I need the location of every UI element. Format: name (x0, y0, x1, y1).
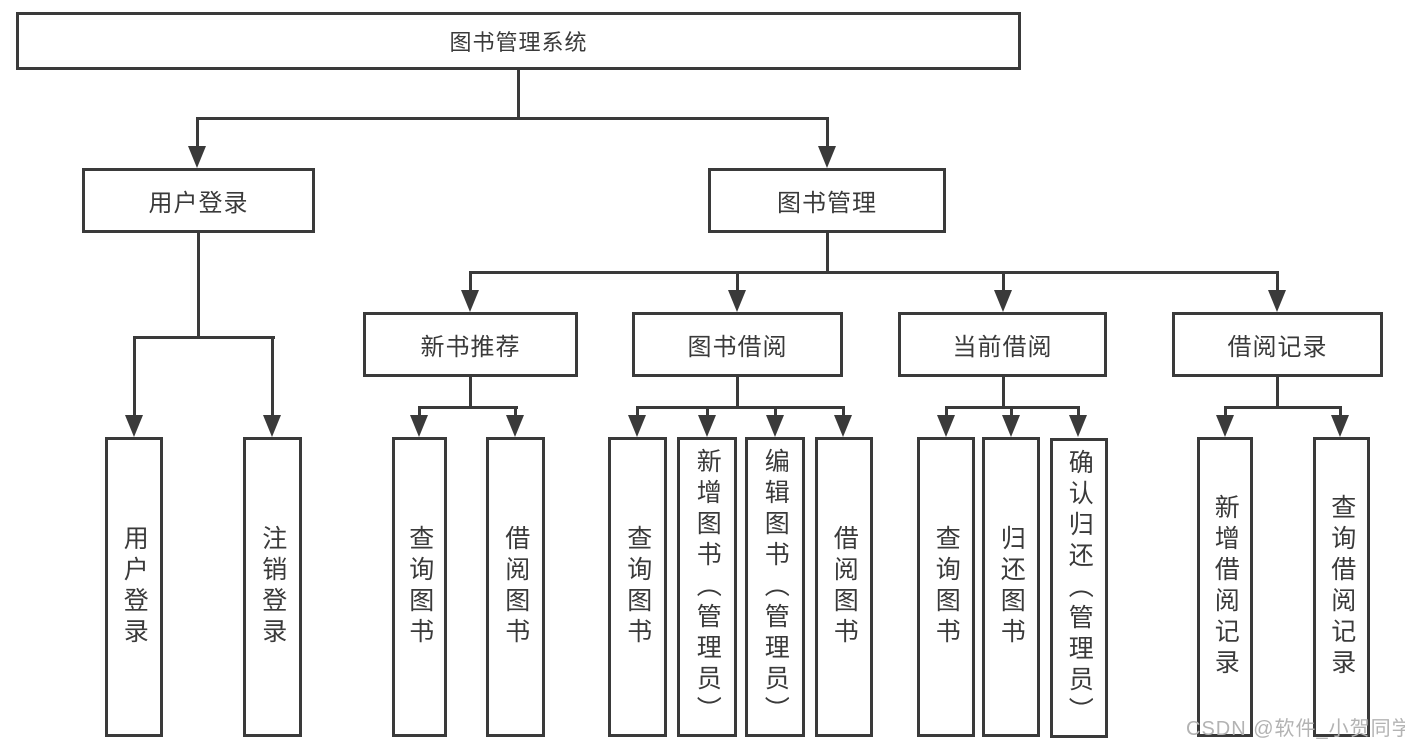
leaf-current-query-books-label: 查询图书 (932, 525, 961, 649)
leaf-borrow-borrow-books: 借阅图书 (815, 437, 873, 737)
arrowhead-bb-query (628, 415, 646, 437)
edge-to-bb-borrow (842, 406, 845, 416)
edge-to-new-book-recommend (469, 271, 472, 291)
node-root: 图书管理系统 (16, 12, 1021, 70)
arrowhead-bb-edit (766, 415, 784, 437)
leaf-current-confirm-return-admin: 确认归还（管理员） (1050, 438, 1108, 738)
leaf-logout: 注销登录 (243, 437, 302, 737)
node-book-management: 图书管理 (708, 168, 946, 233)
leaf-newbooks-query-books-label: 查询图书 (405, 525, 434, 649)
leaf-newbooks-query-books: 查询图书 (392, 437, 447, 737)
edge-to-current-borrow (1002, 271, 1005, 291)
node-book-borrow-label: 图书借阅 (687, 334, 788, 361)
edge-borrow-records-stem (1276, 377, 1279, 407)
node-new-book-recommend: 新书推荐 (363, 312, 578, 377)
edge-to-bb-add (706, 406, 709, 416)
leaf-current-return-books-label: 归还图书 (997, 525, 1026, 649)
edge-to-bb-query (636, 406, 639, 416)
node-borrow-records-label: 借阅记录 (1227, 334, 1328, 361)
leaf-borrow-add-books-admin: 新增图书（管理员） (677, 437, 737, 737)
arrowhead-book-borrow (728, 290, 746, 312)
leaf-borrow-borrow-books-label: 借阅图书 (830, 525, 859, 649)
edge-level3-bar (469, 271, 1279, 274)
node-borrow-records: 借阅记录 (1172, 312, 1383, 377)
arrowhead-nb-query (410, 415, 428, 437)
edge-root-stem (517, 70, 520, 118)
arrowhead-new-book-recommend (461, 290, 479, 312)
edge-book-borrow-bar (636, 406, 845, 409)
csdn-watermark: CSDN @软件_小贺同学 (1186, 718, 1405, 740)
edge-to-cb-confirm (1077, 406, 1080, 416)
edge-current-borrow-stem (1002, 377, 1005, 407)
arrowhead-book-management (818, 146, 836, 168)
arrowhead-leaf-user-login (125, 415, 143, 437)
edge-to-user-login (196, 117, 199, 147)
edge-to-cb-query (945, 406, 948, 416)
leaf-borrow-add-books-admin-label: 新增图书（管理员） (693, 447, 722, 727)
leaf-current-query-books: 查询图书 (917, 437, 975, 737)
edge-borrow-records-bar (1224, 406, 1342, 409)
edge-to-cb-return (1010, 406, 1013, 416)
leaf-user-login: 用户登录 (105, 437, 163, 737)
arrowhead-user-login (188, 146, 206, 168)
leaf-records-add-record-label: 新增借阅记录 (1211, 494, 1240, 680)
edge-to-nb-borrow (514, 406, 517, 416)
node-user-login: 用户登录 (82, 168, 315, 233)
arrowhead-bb-borrow (834, 415, 852, 437)
node-current-borrow-label: 当前借阅 (952, 334, 1053, 361)
leaf-user-login-label: 用户登录 (120, 525, 149, 649)
node-new-book-recommend-label: 新书推荐 (420, 334, 521, 361)
edge-new-book-recommend-bar (418, 406, 518, 409)
edge-book-management-stem (826, 233, 829, 274)
arrowhead-leaf-logout (263, 415, 281, 437)
leaf-current-return-books: 归还图书 (982, 437, 1040, 737)
leaf-borrow-edit-books-admin-label: 编辑图书（管理员） (761, 447, 790, 727)
node-book-management-label: 图书管理 (777, 190, 877, 217)
node-current-borrow: 当前借阅 (898, 312, 1107, 377)
arrowhead-cb-query (937, 415, 955, 437)
edge-user-login-stem (197, 233, 200, 338)
leaf-borrow-edit-books-admin: 编辑图书（管理员） (745, 437, 805, 737)
edge-level2-bar (196, 117, 829, 120)
arrowhead-borrow-records (1268, 290, 1286, 312)
leaf-newbooks-borrow-books: 借阅图书 (486, 437, 545, 737)
leaf-records-query-record: 查询借阅记录 (1313, 437, 1370, 737)
arrowhead-br-query (1331, 415, 1349, 437)
edge-to-borrow-records (1276, 271, 1279, 291)
leaf-current-confirm-return-admin-label: 确认归还（管理员） (1065, 448, 1094, 728)
node-root-label: 图书管理系统 (449, 30, 588, 55)
edge-book-borrow-stem (736, 377, 739, 407)
arrowhead-cb-return (1002, 415, 1020, 437)
edge-new-book-recommend-stem (469, 377, 472, 407)
arrowhead-bb-add (698, 415, 716, 437)
arrowhead-nb-borrow (506, 415, 524, 437)
edge-to-bb-edit (774, 406, 777, 416)
edge-to-nb-query (418, 406, 421, 416)
leaf-newbooks-borrow-books-label: 借阅图书 (501, 525, 530, 649)
leaf-records-add-record: 新增借阅记录 (1197, 437, 1253, 737)
leaf-borrow-query-books: 查询图书 (608, 437, 667, 737)
edge-to-br-query (1339, 406, 1342, 416)
edge-to-leaf-logout (271, 336, 274, 416)
edge-to-br-add (1224, 406, 1227, 416)
edge-user-login-bar (133, 336, 275, 339)
arrowhead-current-borrow (994, 290, 1012, 312)
arrowhead-cb-confirm (1069, 415, 1087, 437)
arrowhead-br-add (1216, 415, 1234, 437)
node-book-borrow: 图书借阅 (632, 312, 843, 377)
leaf-logout-label: 注销登录 (258, 525, 287, 649)
node-user-login-label: 用户登录 (148, 190, 249, 217)
leaf-records-query-record-label: 查询借阅记录 (1327, 494, 1356, 680)
edge-to-book-borrow (736, 271, 739, 291)
edge-to-leaf-user-login (133, 336, 136, 416)
leaf-borrow-query-books-label: 查询图书 (623, 525, 652, 649)
edge-to-book-management (826, 117, 829, 147)
